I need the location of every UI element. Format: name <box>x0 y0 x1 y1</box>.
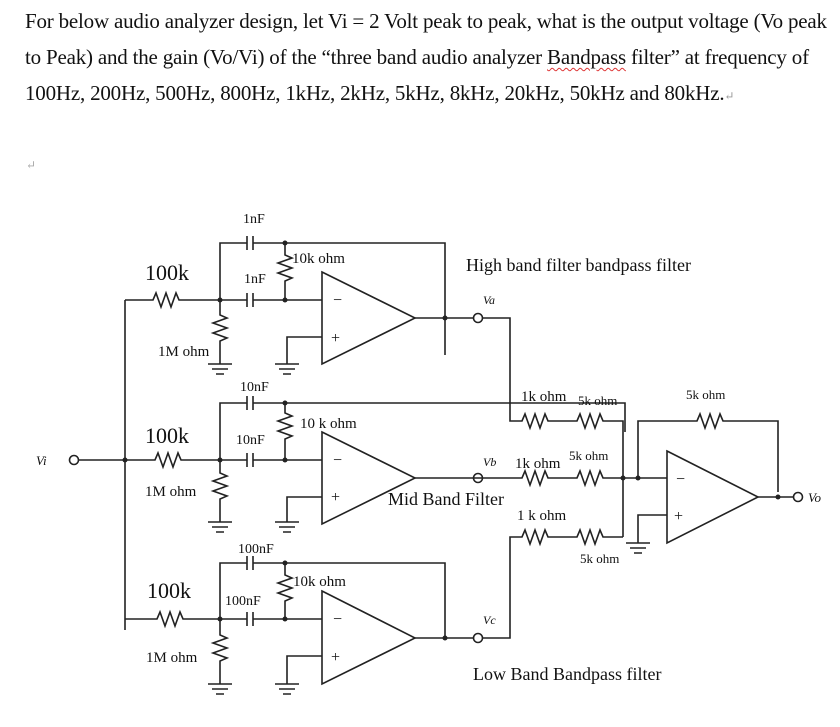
opamp-plus-label: + <box>331 649 340 666</box>
mid-c-series-label: 10nF <box>236 433 265 448</box>
va-terminal <box>472 312 484 324</box>
high-r-in-resistor <box>125 290 220 310</box>
opamp-plus-label: + <box>331 489 340 506</box>
ground-icon <box>275 496 322 533</box>
mid-c-top-label: 10nF <box>240 380 269 395</box>
opamp-minus-label: − <box>333 611 342 628</box>
vb-label: Vb <box>483 455 496 469</box>
high-c-top-label: 1nF <box>243 212 265 227</box>
va-label: Va <box>483 293 495 307</box>
low-r-feedback-label: 10k ohm <box>293 574 346 590</box>
low-band-filter: 100k 1M ohm 100nF 100nF 10k ohm − + Vc L… <box>125 542 661 695</box>
vo-terminal <box>792 491 804 503</box>
junction-dot <box>620 475 626 481</box>
ground-icon <box>275 655 322 695</box>
mid-c-series-capacitor <box>220 453 322 467</box>
high-r-shunt-resistor <box>210 300 230 364</box>
low-band-title: Low Band Bandpass filter <box>473 664 661 684</box>
ground-icon <box>208 363 232 375</box>
spellcheck-word: Bandpass <box>547 45 626 69</box>
summer-r-feedback-label: 5k ohm <box>686 387 725 402</box>
high-c-series-capacitor <box>220 293 322 307</box>
low-r-shunt-resistor <box>210 619 230 684</box>
high-band-title: High band filter bandpass filter <box>466 255 691 275</box>
mid-r-feedback-label: 10 k ohm <box>300 416 357 432</box>
mid-band-title: Mid Band Filter <box>388 489 504 509</box>
question-suffix: filter” at frequency of 100Hz, 200Hz, 50… <box>25 45 809 105</box>
vc-terminal <box>472 632 484 644</box>
low-c-top-label: 100nF <box>238 542 274 557</box>
summer-opamp <box>666 449 760 545</box>
summing-amplifier: 1k ohm 5k ohm 1k ohm 5k ohm 1 k ohm 5k o… <box>473 317 822 639</box>
opamp-minus-label: − <box>676 471 685 488</box>
input-bus-wire <box>78 300 126 630</box>
junction-dot <box>442 635 448 641</box>
ground-icon <box>208 683 232 695</box>
high-r-feedback-resistor <box>275 243 295 300</box>
b-r2-label: 5k ohm <box>569 448 608 463</box>
a-r1-label: 1k ohm <box>521 389 567 405</box>
mid-c-top-capacitor <box>219 396 626 460</box>
vc-branch-resistors <box>482 527 623 639</box>
c-r1-label: 1 k ohm <box>517 508 567 524</box>
high-c-top-capacitor <box>219 236 446 355</box>
mid-opamp <box>321 430 417 526</box>
vi-label: Vi <box>36 453 47 468</box>
high-r-in-label: 100k <box>145 260 189 285</box>
mid-r-shunt-label: 1M ohm <box>145 484 197 500</box>
opamp-minus-label: − <box>333 452 342 469</box>
ground-icon <box>208 521 232 533</box>
mid-r-shunt-resistor <box>210 460 230 522</box>
high-opamp <box>321 270 417 366</box>
low-c-series-capacitor <box>220 612 322 626</box>
opamp-plus-label: + <box>674 508 683 525</box>
junction-dot <box>442 315 448 321</box>
mid-band-filter: 100k 1M ohm 10nF 10nF 10 k ohm − + Mid B… <box>125 380 626 533</box>
high-band-filter: 100k 1M ohm 1nF 1nF 10k ohm − + Va High … <box>125 212 691 375</box>
question-text: For below audio analyzer design, let Vi … <box>25 3 835 114</box>
ground-icon <box>626 514 667 554</box>
low-r-in-resistor <box>125 609 220 629</box>
paragraph-mark-icon: ↵ <box>724 89 735 103</box>
vb-branch-resistors <box>473 468 667 488</box>
vi-terminal <box>68 454 80 466</box>
low-r-feedback-resistor <box>275 563 295 619</box>
b-r1-label: 1k ohm <box>515 456 561 472</box>
low-r-in-label: 100k <box>147 578 191 603</box>
question-prefix: For below audio analyzer design, let Vi … <box>25 9 827 69</box>
high-r-feedback-label: 10k ohm <box>292 251 345 267</box>
high-c-series-label: 1nF <box>244 272 266 287</box>
low-r-shunt-label: 1M ohm <box>146 650 198 666</box>
mid-r-in-resistor <box>125 450 220 470</box>
vo-label: Vo <box>808 490 822 505</box>
vc-label: Vc <box>483 613 496 627</box>
va-branch-resistors <box>482 317 624 537</box>
summer-r-feedback-resistor <box>637 411 779 492</box>
opamp-plus-label: + <box>331 330 340 347</box>
paragraph-mark-icon: ↵ <box>26 158 37 172</box>
opamp-minus-label: − <box>333 292 342 309</box>
low-c-series-label: 100nF <box>225 594 261 609</box>
high-r-shunt-label: 1M ohm <box>158 344 210 360</box>
mid-r-feedback-resistor <box>275 403 295 460</box>
c-r2-label: 5k ohm <box>580 551 619 566</box>
question-paragraph: For below audio analyzer design, let Vi … <box>25 3 835 114</box>
mid-r-in-label: 100k <box>145 423 189 448</box>
low-opamp <box>321 589 417 686</box>
low-c-top-capacitor <box>219 556 446 638</box>
a-r2-label: 5k ohm <box>578 393 617 408</box>
ground-icon <box>275 336 322 375</box>
junction-dot <box>775 494 781 500</box>
